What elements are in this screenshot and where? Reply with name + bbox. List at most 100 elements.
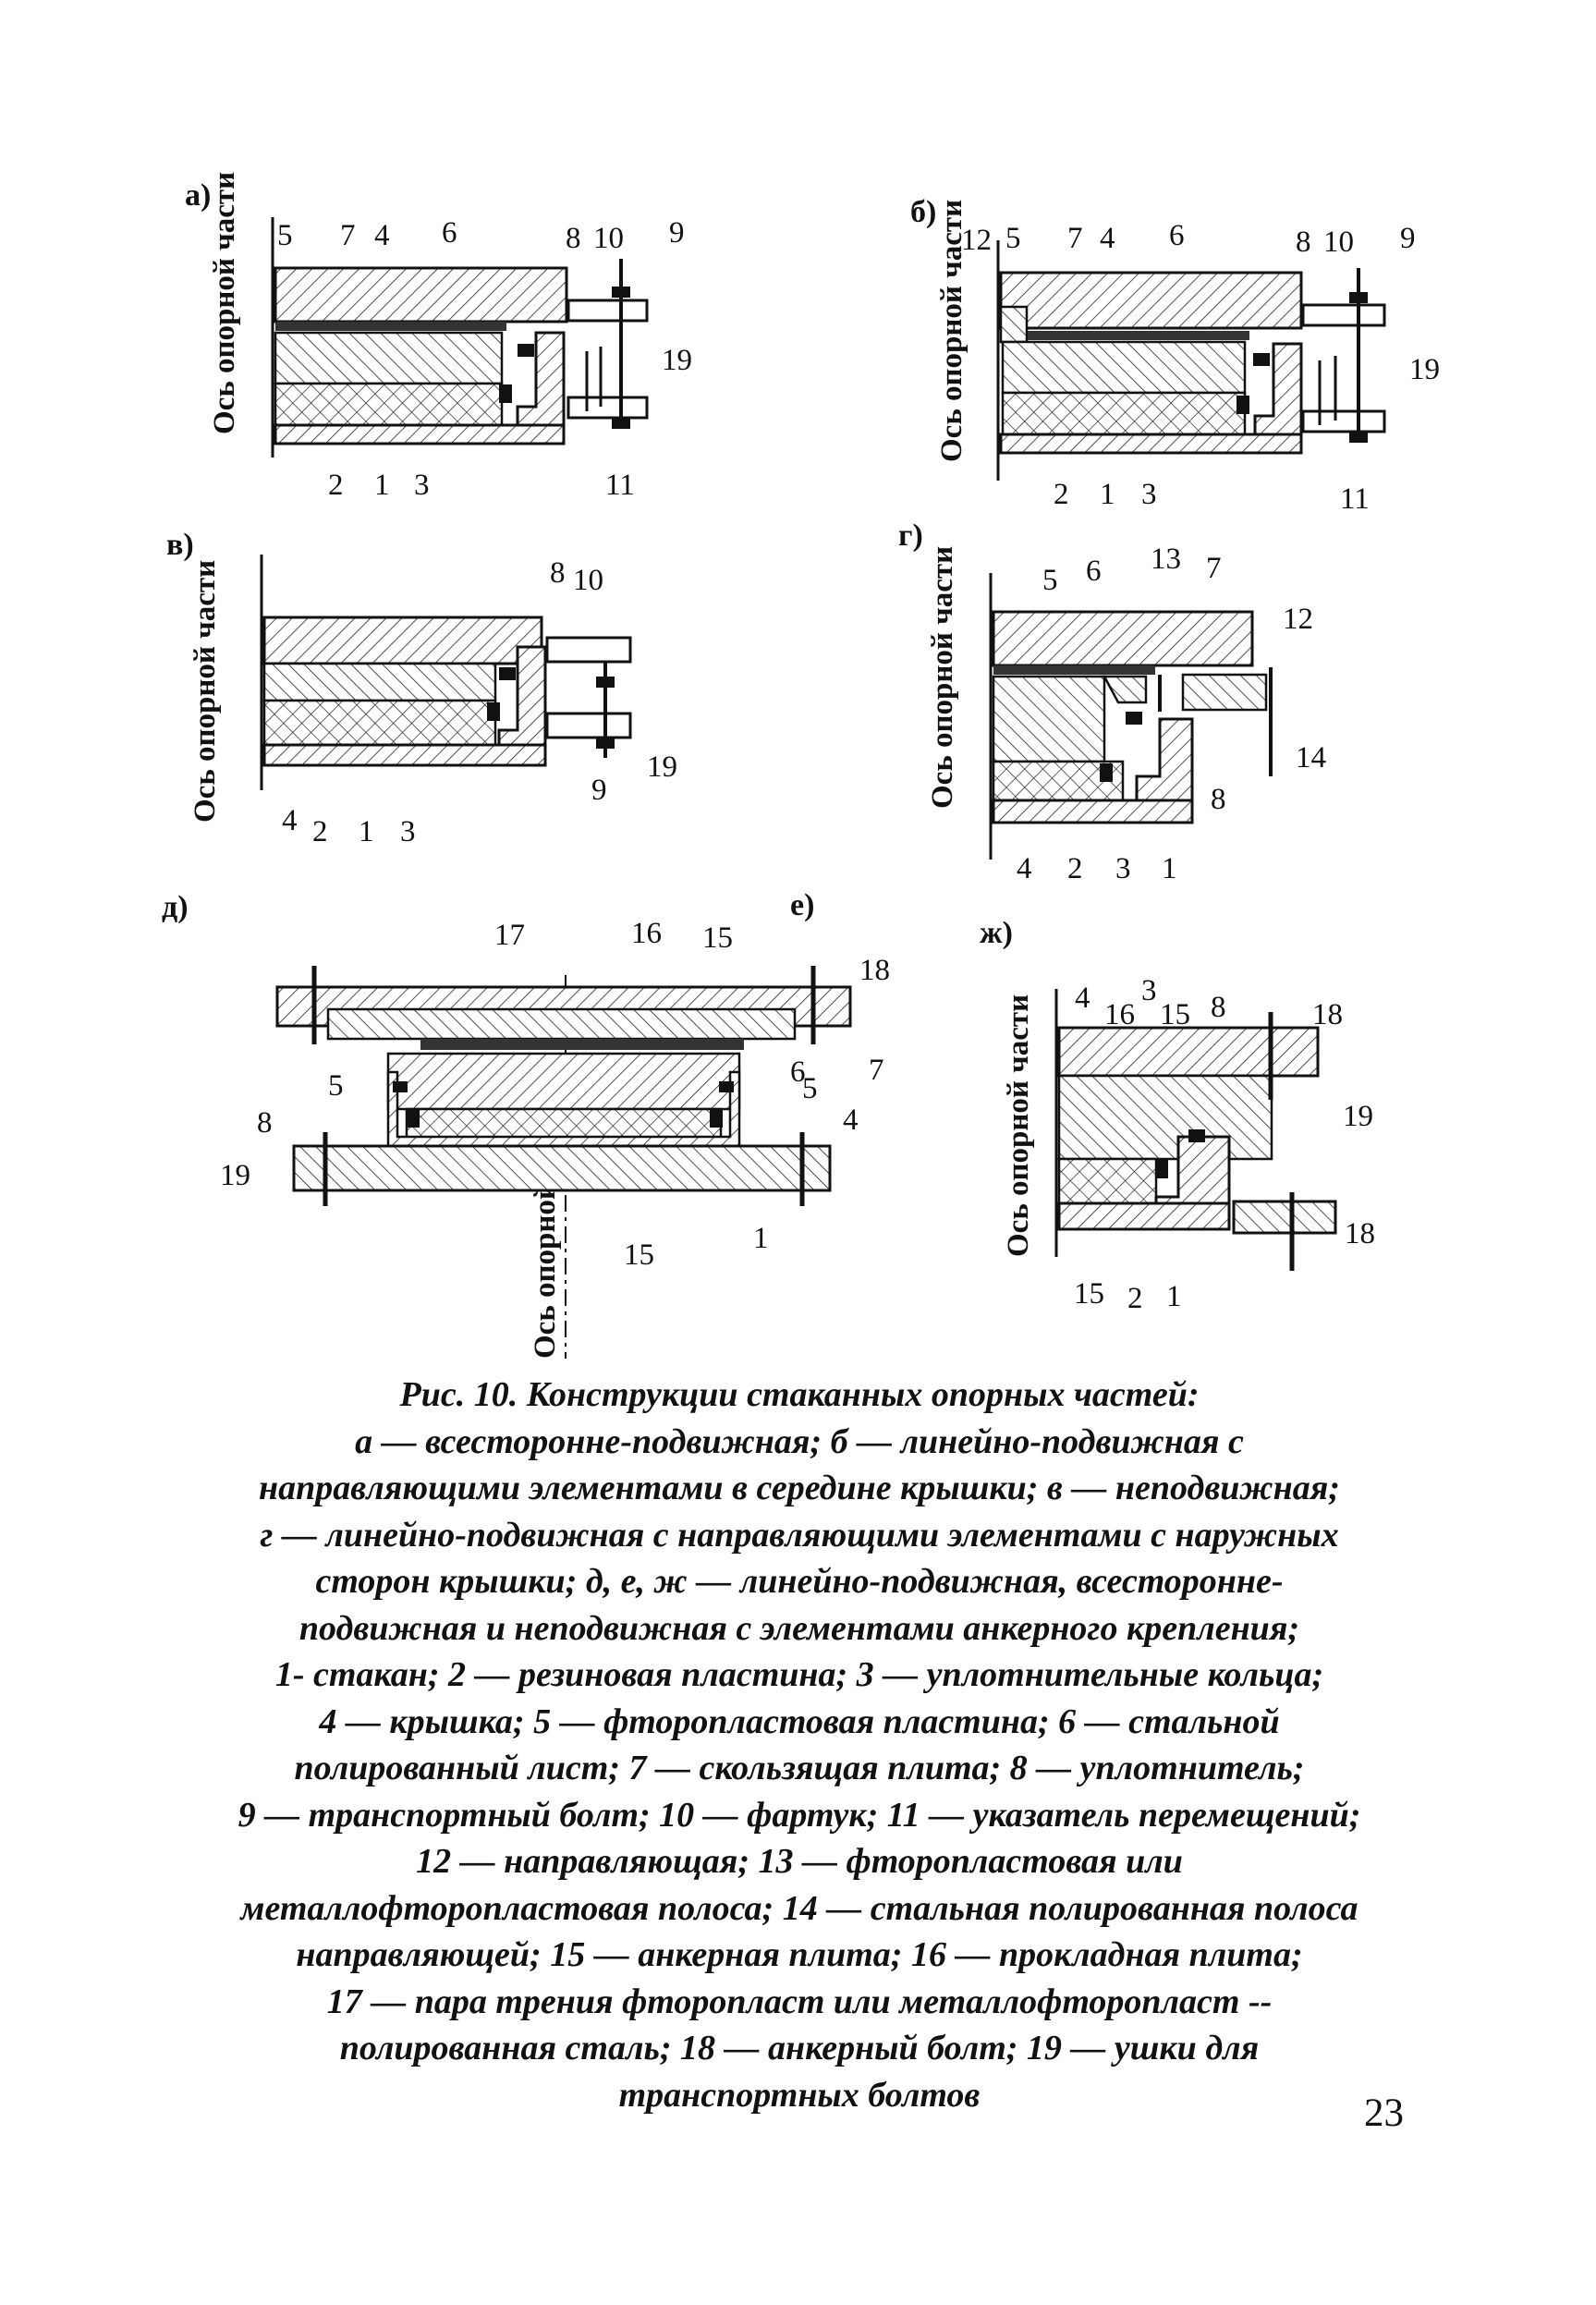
callout-4: 4 xyxy=(1075,982,1090,1015)
spacer-plate-16 xyxy=(326,1007,797,1041)
callout-15-bottom: 15 xyxy=(624,1238,654,1272)
callout-18-bottom: 18 xyxy=(1345,1217,1375,1250)
callout-19: 19 xyxy=(662,344,692,377)
callout-19: 19 xyxy=(647,750,677,784)
callout-15: 15 xyxy=(702,921,733,955)
cover-4 xyxy=(1057,1074,1273,1161)
callout-6: 6 xyxy=(1086,555,1102,588)
pot-1 xyxy=(274,423,566,445)
ptfe-plate-5 xyxy=(275,322,506,331)
caption-line: полированная сталь; 18 — анкерный болт; … xyxy=(339,2029,1260,2067)
callout-16: 16 xyxy=(1104,998,1135,1031)
sliding-plate-7 xyxy=(274,266,568,323)
callout-13: 13 xyxy=(1151,543,1181,576)
callout-3: 3 xyxy=(1141,478,1157,511)
callout-8: 8 xyxy=(566,222,581,255)
rubber-plate-2 xyxy=(262,699,497,747)
callout-3: 3 xyxy=(400,815,416,848)
panel-label: а) xyxy=(185,178,211,213)
callout-5: 5 xyxy=(1005,222,1021,255)
callout-6: 6 xyxy=(1169,219,1185,252)
panel-label-e: е) xyxy=(790,888,814,922)
callout-7: 7 xyxy=(1206,552,1222,585)
callout-3: 3 xyxy=(414,469,430,502)
callout-18: 18 xyxy=(1312,998,1343,1031)
callout-9: 9 xyxy=(591,774,607,807)
callout-2: 2 xyxy=(1054,478,1069,511)
cover-4 xyxy=(262,662,497,702)
panel-label: б) xyxy=(910,195,936,229)
axis-label: Ось опорной части xyxy=(208,172,241,434)
pot-1 xyxy=(1057,1201,1231,1231)
axis-label: Ось опорной части xyxy=(189,560,222,823)
anchor-plate-15 xyxy=(1057,1026,1320,1078)
callout-5: 5 xyxy=(328,1069,344,1103)
callout-8: 8 xyxy=(1211,783,1226,816)
panel-a: а) Ось опорной части 5 7 4 6 8 10 9 19 2… xyxy=(185,172,692,502)
callout-3: 3 xyxy=(1115,852,1131,885)
callout-1: 1 xyxy=(359,815,374,848)
rubber-plate-2 xyxy=(1001,391,1247,436)
panel-label: в) xyxy=(166,528,194,562)
callout-8: 8 xyxy=(1296,226,1311,259)
callout-1: 1 xyxy=(1100,478,1115,511)
caption-line: Рис. 10. Конструкции стаканных опорных ч… xyxy=(399,1375,1200,1414)
callout-2: 2 xyxy=(312,815,328,848)
callout-6: 6 xyxy=(790,1055,806,1089)
panel-zh: ж) Ось опорной части 4 3 16 15 8 18 19 1… xyxy=(980,916,1375,1315)
callout-2: 2 xyxy=(1127,1282,1143,1315)
axis-label: Ось опорной части xyxy=(1002,994,1035,1257)
caption-line: металлофторопластовая полоса; 14 — сталь… xyxy=(240,1888,1358,1928)
callout-19: 19 xyxy=(220,1159,250,1192)
callout-11: 11 xyxy=(1340,482,1370,516)
callout-4: 4 xyxy=(282,804,298,837)
callout-8: 8 xyxy=(550,556,566,590)
rubber-plate-2 xyxy=(274,382,504,427)
callout-5: 5 xyxy=(277,219,293,252)
caption-line: а — всесторонне-подвижная; б — линейно-п… xyxy=(355,1421,1244,1461)
guide-12 xyxy=(999,305,1029,344)
callout-8: 8 xyxy=(1211,991,1226,1024)
anchor-plate-15-bottom xyxy=(292,1144,832,1192)
callout-1: 1 xyxy=(1162,852,1177,885)
caption-line: направляющими элементами в середине крыш… xyxy=(259,1469,1340,1507)
callout-18: 18 xyxy=(859,954,890,987)
axis-label: Ось опорной части xyxy=(926,546,959,809)
callout-1: 1 xyxy=(374,469,390,502)
panel-label: г) xyxy=(898,518,923,553)
callout-19: 19 xyxy=(1409,353,1440,386)
callout-1: 1 xyxy=(753,1222,769,1255)
callout-7: 7 xyxy=(869,1054,884,1087)
callout-3: 3 xyxy=(1141,974,1157,1007)
page-number: 23 xyxy=(1364,2092,1404,2135)
caption-line: полированный лист; 7 — скользящая плита;… xyxy=(294,1749,1305,1787)
caption-line: 1- стакан; 2 — резиновая пластина; 3 — у… xyxy=(274,1655,1324,1694)
panel-label: ж) xyxy=(980,916,1013,950)
callout-4: 4 xyxy=(1017,852,1032,885)
pot-1 xyxy=(262,743,547,767)
cover-4 xyxy=(1001,340,1247,395)
caption-line: подвижная и неподвижная с элементами анк… xyxy=(298,1608,1300,1648)
callout-4: 4 xyxy=(843,1104,859,1137)
caption-line: г — линейно-подвижная с направляющими эл… xyxy=(260,1515,1339,1555)
caption-line: сторон крышки; д, е, ж — линейно-подвижн… xyxy=(315,1562,1284,1601)
rubber-plate-2 xyxy=(1057,1157,1158,1205)
cover-4 xyxy=(992,675,1106,763)
caption-line: 17 — пара трения фторопласт или металлоф… xyxy=(326,1982,1273,2021)
callout-4: 4 xyxy=(374,219,390,252)
callout-19: 19 xyxy=(1343,1100,1373,1133)
callout-14: 14 xyxy=(1296,741,1326,774)
figure-caption: Рис. 10. Конструкции стаканных опорных ч… xyxy=(185,1372,1414,2118)
panel-d: д) е) Ось опорной части 17 16 15 18 5 6 … xyxy=(162,888,890,1359)
callout-5-right: 5 xyxy=(802,1072,818,1105)
guide-12 xyxy=(1181,673,1268,712)
callout-10: 10 xyxy=(573,564,603,597)
pot-1 xyxy=(992,799,1194,824)
callout-12: 12 xyxy=(1283,603,1313,636)
anchor-plate-15-bottom xyxy=(1232,1200,1337,1235)
callout-2: 2 xyxy=(328,469,344,502)
callout-15: 15 xyxy=(1160,998,1190,1031)
callout-15-bottom: 15 xyxy=(1074,1277,1104,1311)
callout-1: 1 xyxy=(1166,1280,1182,1313)
